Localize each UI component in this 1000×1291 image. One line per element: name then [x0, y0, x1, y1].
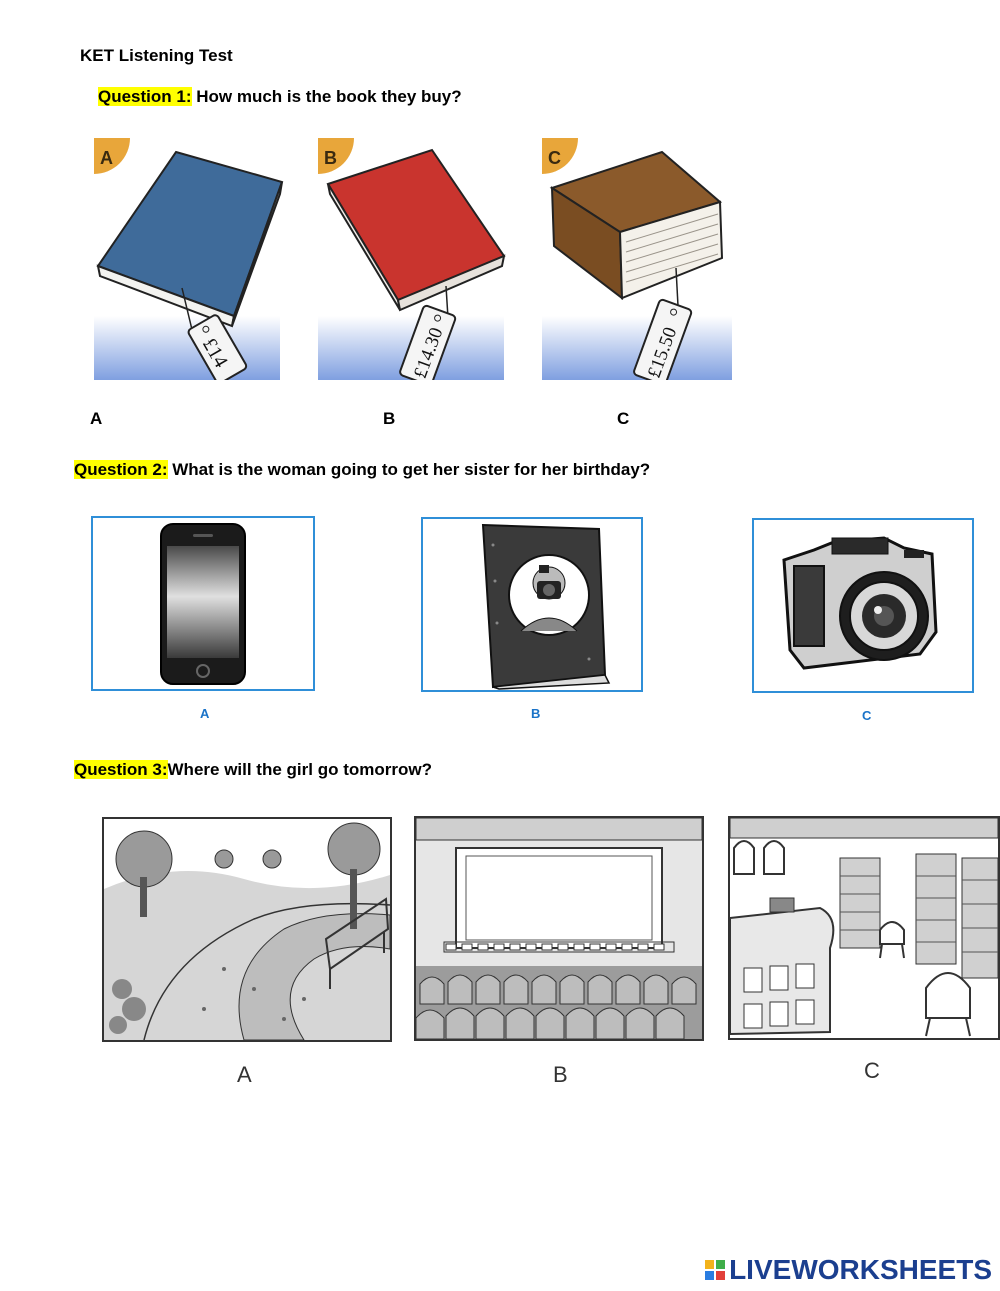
question-3-text: Where will the girl go tomorrow? [167, 760, 432, 779]
option-1c-label[interactable]: C [617, 409, 630, 428]
option-1b-image[interactable]: B £14.30 [318, 138, 508, 380]
option-2b-label[interactable]: B [531, 706, 541, 721]
question-2-label: Question 2: [74, 460, 168, 479]
worksheet-title: KET Listening Test [80, 46, 233, 65]
option-3c-label[interactable]: C [864, 1058, 880, 1083]
question-3-label: Question 3: [74, 760, 168, 779]
badge-1c: C [548, 148, 561, 168]
liveworksheets-icon [705, 1260, 726, 1280]
option-3b-image[interactable] [414, 816, 704, 1041]
liveworksheets-logo[interactable]: LIVEWORKSHEETS [705, 1254, 992, 1286]
question-2-heading: Question 2: What is the woman going to g… [74, 460, 650, 480]
option-2c-image[interactable] [752, 518, 974, 693]
badge-1b: B [324, 148, 337, 168]
question-1-label: Question 1: [98, 87, 192, 106]
question-2-text: What is the woman going to get her siste… [167, 460, 651, 479]
option-3a-image[interactable] [102, 817, 392, 1042]
option-2b-image[interactable] [421, 517, 643, 692]
option-3b-label[interactable]: B [553, 1062, 568, 1087]
option-1c-image[interactable]: C £15.50 [542, 138, 734, 380]
option-3a-label[interactable]: A [237, 1062, 252, 1087]
option-2a-image[interactable] [91, 516, 315, 691]
option-1a-label[interactable]: A [90, 409, 103, 428]
question-1-heading: Question 1: How much is the book they bu… [98, 87, 462, 107]
option-1a-image[interactable]: A £14 [94, 138, 284, 380]
liveworksheets-brand: LIVEWORKSHEETS [729, 1254, 992, 1285]
option-3c-image[interactable] [728, 816, 1000, 1040]
badge-1a: A [100, 148, 113, 168]
option-2a-label[interactable]: A [200, 706, 210, 721]
option-2c-label[interactable]: C [862, 708, 872, 723]
question-3-heading: Question 3:Where will the girl go tomorr… [74, 760, 432, 780]
option-1b-label[interactable]: B [383, 409, 396, 428]
question-1-text: How much is the book they buy? [191, 87, 462, 106]
